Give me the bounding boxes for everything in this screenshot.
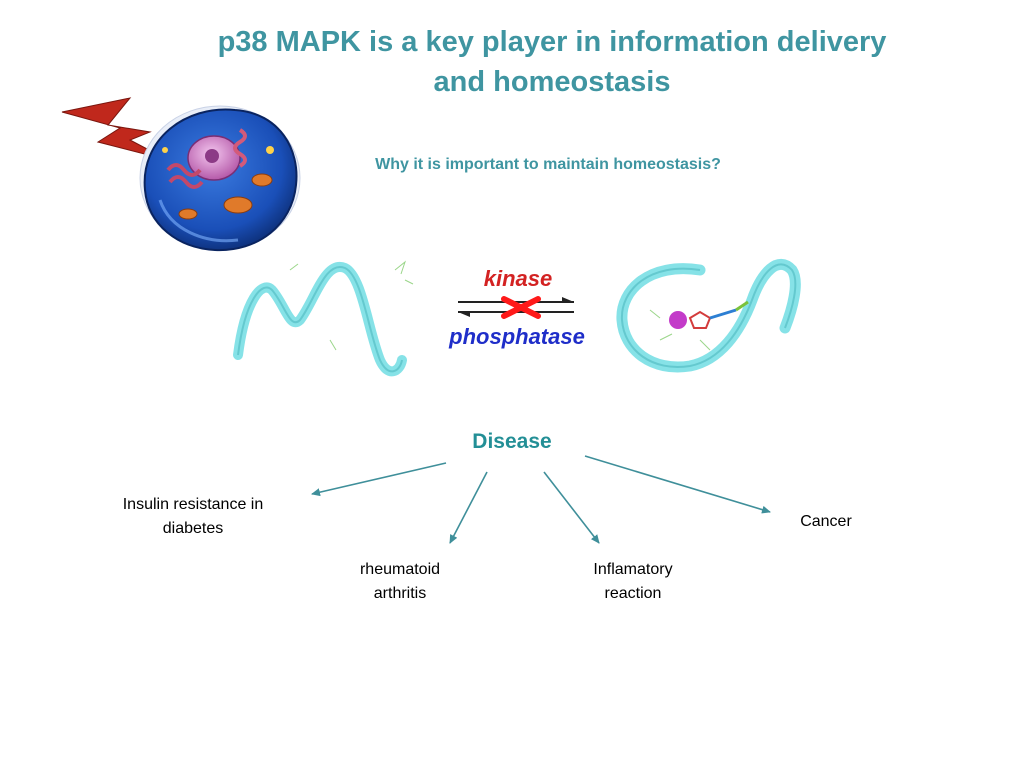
outcome-diabetes: Insulin resistance in diabetes xyxy=(100,493,286,541)
outcome-arthritis: rheumatoid arthritis xyxy=(330,558,470,606)
outcome-line: Insulin resistance in xyxy=(122,496,264,513)
outcome-inflammation: Inflamatory reaction xyxy=(565,558,701,606)
phosphatase-label: phosphatase xyxy=(448,324,585,349)
disease-arrows xyxy=(311,455,771,544)
folded-protein-icon xyxy=(616,259,801,373)
outcome-line: arthritis xyxy=(373,585,427,602)
lightning-bolt-icon xyxy=(61,97,169,161)
outcome-line: rheumatoid xyxy=(359,561,441,578)
kinase-label: kinase xyxy=(484,266,553,291)
title-line-2: and homeostasis xyxy=(433,66,671,98)
homeostasis-question: Why it is important to maintain homeosta… xyxy=(375,156,721,173)
outcome-line: Cancer xyxy=(800,513,852,530)
outcome-line: diabetes xyxy=(162,520,224,537)
outcome-cancer: Cancer xyxy=(776,510,876,534)
disease-label: Disease xyxy=(472,430,552,453)
arrow-to-diabetes xyxy=(311,462,447,497)
arrow-to-arthritis xyxy=(449,471,488,544)
title-line-1: p38 MAPK is a key player in information … xyxy=(217,26,887,58)
outcome-line: reaction xyxy=(604,585,662,602)
unfolded-protein-icon xyxy=(233,260,414,377)
arrow-to-inflammation xyxy=(543,471,600,544)
block-x-icon xyxy=(501,296,541,319)
page-title: p38 MAPK is a key player in information … xyxy=(160,22,944,102)
outcome-line: Inflamatory xyxy=(593,561,673,578)
cell-icon xyxy=(139,105,301,252)
arrow-to-cancer xyxy=(584,455,771,514)
